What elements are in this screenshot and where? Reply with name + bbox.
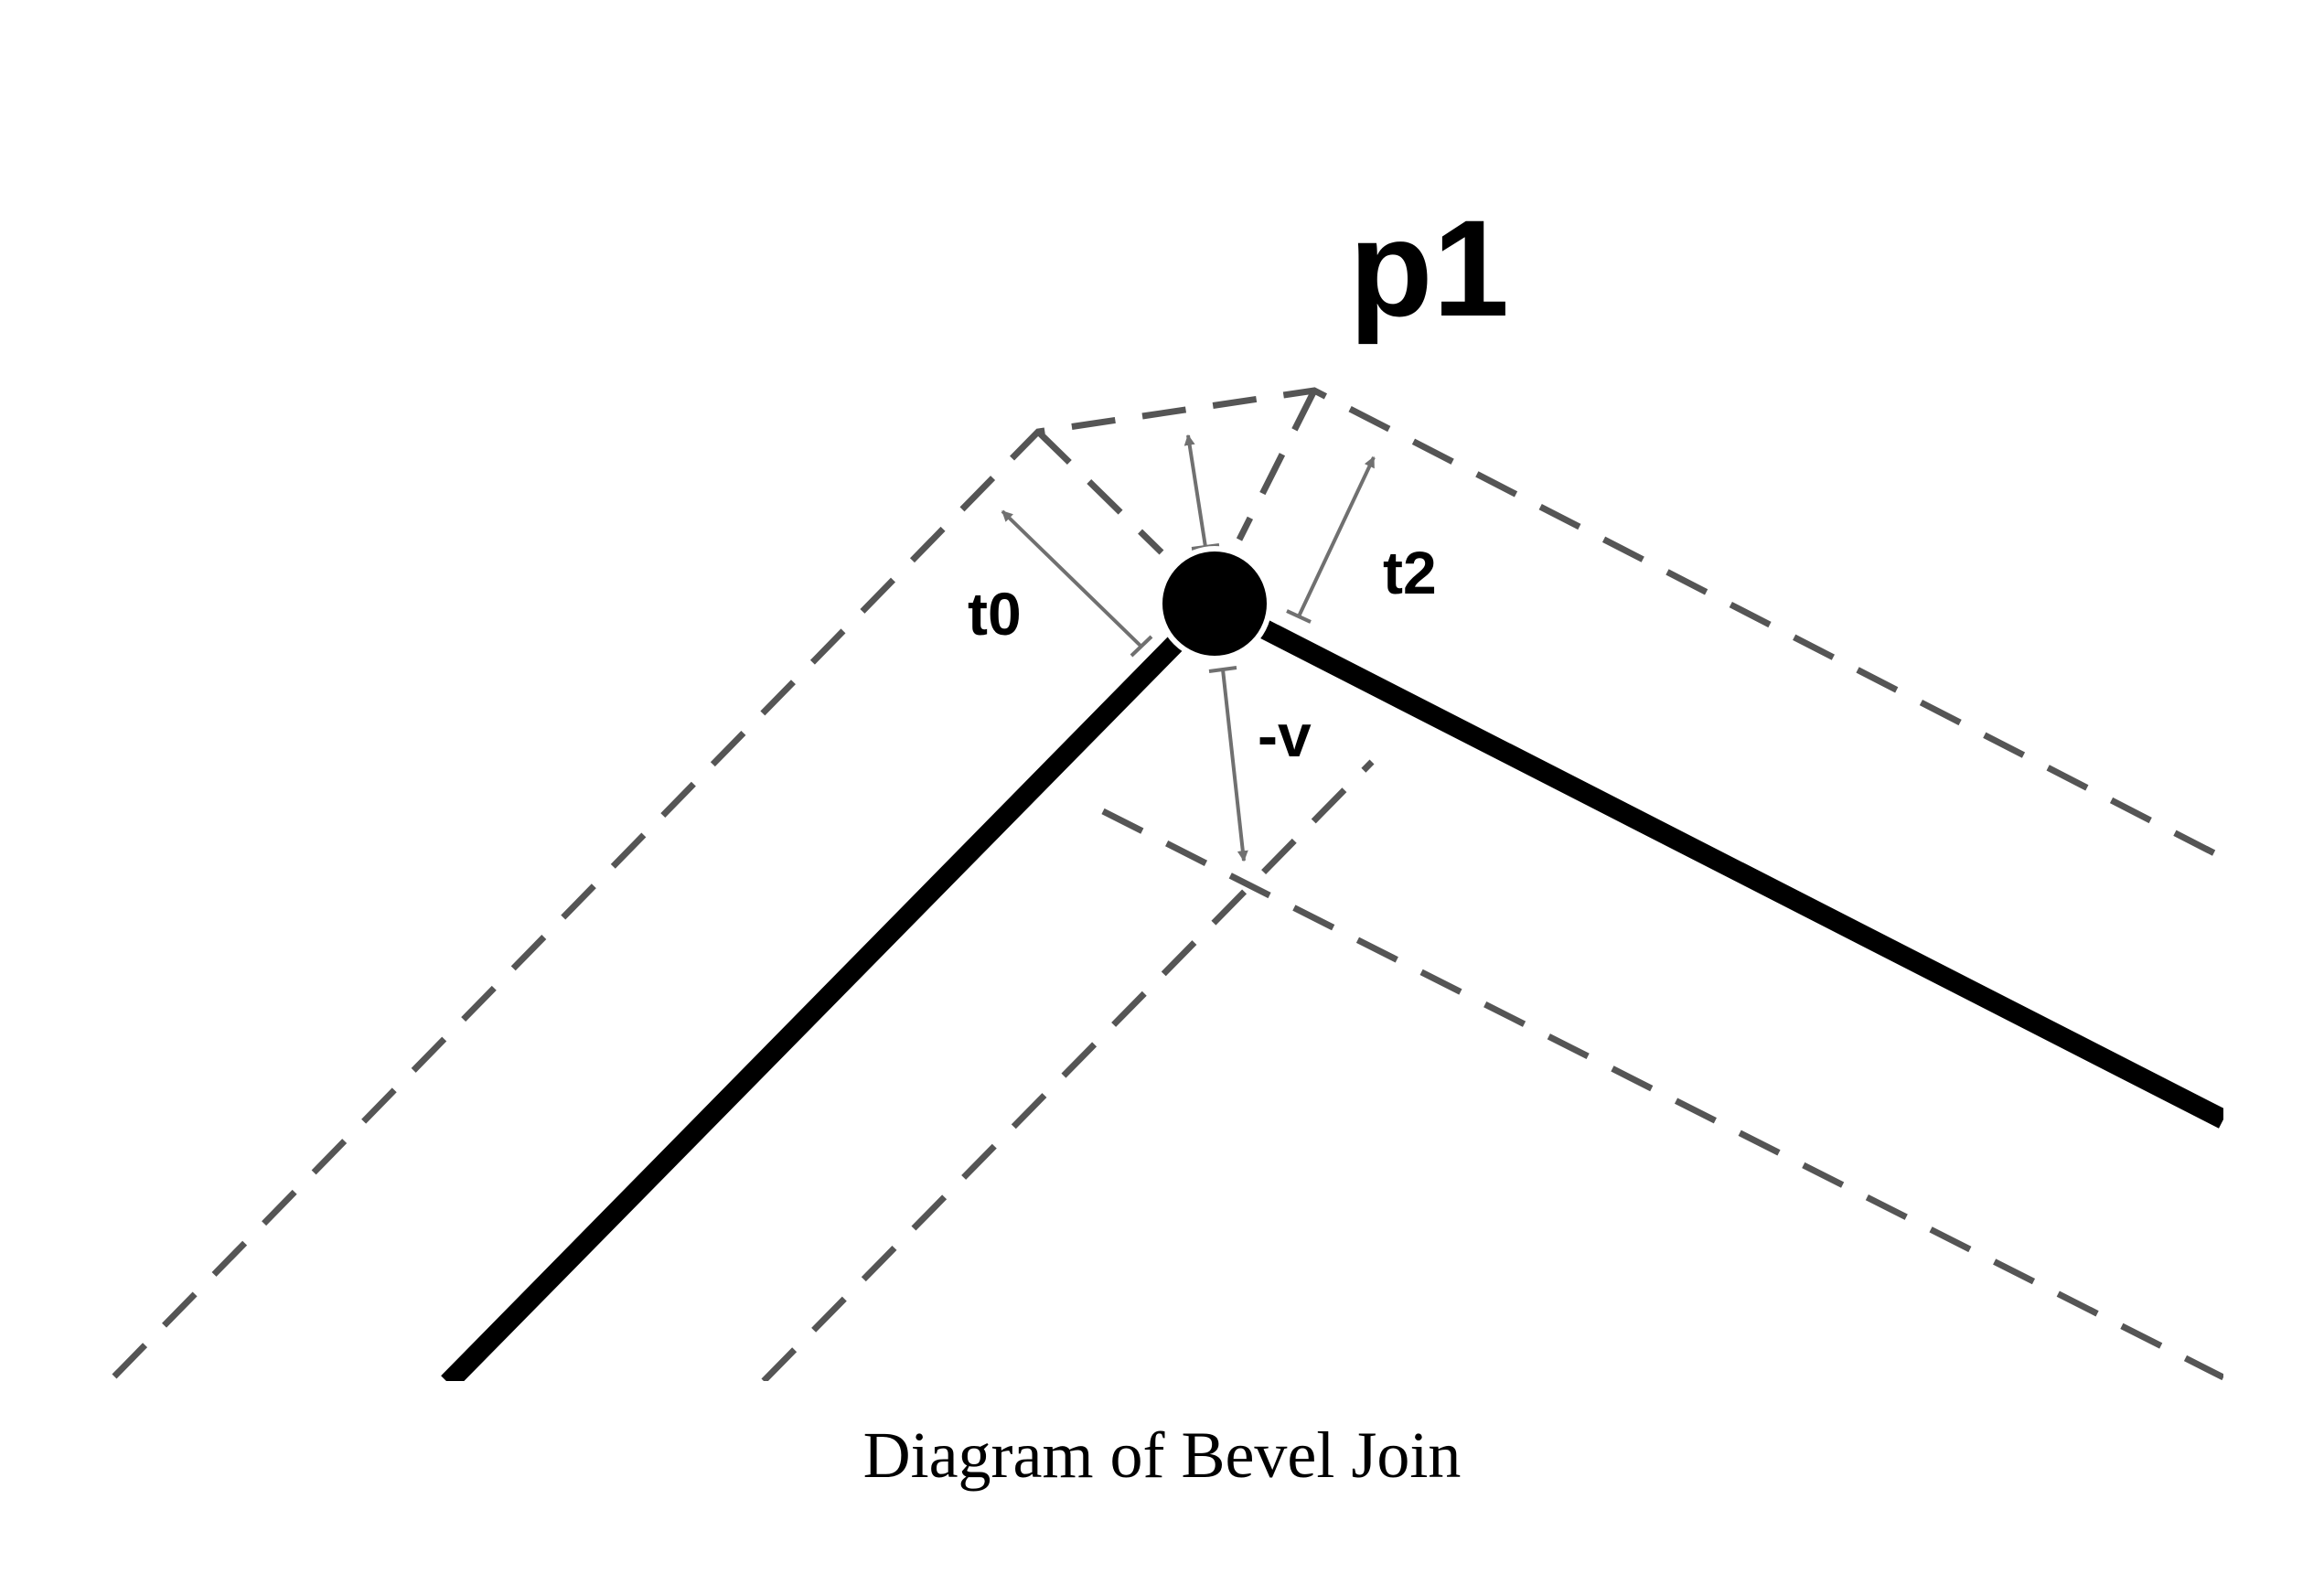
t2-label: t2 — [1383, 539, 1437, 606]
inner-offset-line-left — [761, 759, 1375, 1381]
bevel-corner-right-dash — [1236, 389, 1318, 541]
point-label: p1 — [1349, 191, 1509, 345]
bevel-corner-left-dash — [1035, 429, 1164, 555]
t0-label: t0 — [968, 580, 1022, 648]
bevel-normal-arrow — [1183, 434, 1220, 551]
tangent-t0-arrow — [1001, 509, 1153, 658]
inner-offset-line-right — [1101, 808, 2223, 1381]
neg-v-arrow — [1208, 666, 1248, 862]
outer-offset-outline — [112, 387, 2223, 1379]
join-point-p1 — [1157, 546, 1272, 661]
diagram-caption: Diagram of Bevel Join — [862, 1419, 1462, 1492]
neg-v-label: -v — [1258, 701, 1312, 769]
tangent-t2-arrow — [1286, 455, 1376, 624]
